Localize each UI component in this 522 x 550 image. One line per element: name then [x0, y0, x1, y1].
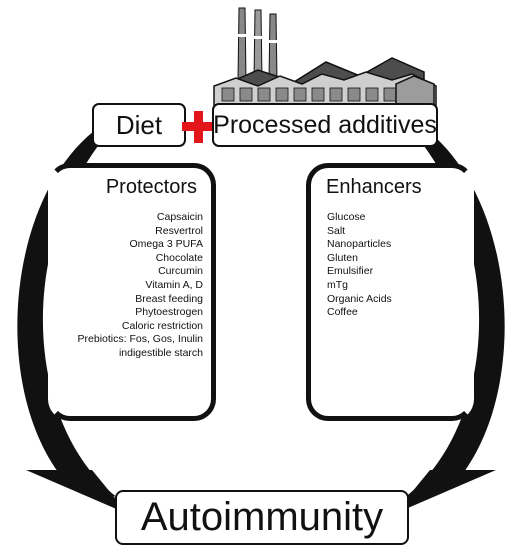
list-item: Gluten [327, 251, 358, 264]
diet-box: Diet [92, 103, 186, 147]
list-item: Chocolate [155, 251, 203, 264]
processed-additives-label: Processed additives [213, 110, 437, 139]
list-item: Salt [327, 224, 346, 237]
enhancers-list: Glucose Salt Nanoparticles Gluten Emulsi… [327, 211, 392, 320]
protectors-title: Protectors [105, 176, 197, 198]
list-item: Capsaicin [156, 211, 203, 223]
autoimmunity-label: Autoimmunity [140, 495, 384, 539]
list-item: Prebiotics: Fos, Gos, Inulin [77, 333, 203, 346]
list-item: Resvertrol [155, 224, 203, 237]
list-item: indigestible starch [118, 346, 203, 359]
list-item: Breast feeding [135, 292, 203, 305]
red-plus-icon [182, 111, 214, 143]
enhancers-title: Enhancers [326, 176, 422, 198]
list-item: mTg [327, 278, 348, 291]
left-arc-band [17, 131, 118, 498]
list-item: Phytoestrogen [135, 306, 203, 319]
diet-label: Diet [115, 109, 163, 140]
right-arrow-head [394, 470, 496, 514]
list-item: Glucose [327, 211, 366, 223]
right-arc-band [404, 131, 505, 498]
list-item: Nanoparticles [327, 238, 392, 251]
protectors-list: Capsaicin Resvertrol Omega 3 PUFA Chocol… [78, 211, 203, 361]
autoimmunity-box: Autoimmunity [115, 490, 409, 545]
list-item: Organic Acids [327, 292, 392, 305]
list-item: Curcumin [158, 265, 203, 278]
left-arrow-head [26, 470, 128, 514]
factory-icon [213, 7, 437, 107]
list-item: Caloric restriction [121, 319, 203, 332]
list-item: Vitamin A, D [145, 278, 203, 291]
list-item: Coffee [327, 306, 358, 319]
list-item: Omega 3 PUFA [129, 238, 203, 251]
list-item: Emulsifier [327, 265, 374, 278]
processed-additives-box: Processed additives [212, 103, 438, 147]
protectors-panel: Protectors Capsaicin Resvertrol Omega 3 … [48, 163, 216, 421]
enhancers-panel: Enhancers Glucose Salt Nanoparticles Glu… [306, 163, 474, 421]
